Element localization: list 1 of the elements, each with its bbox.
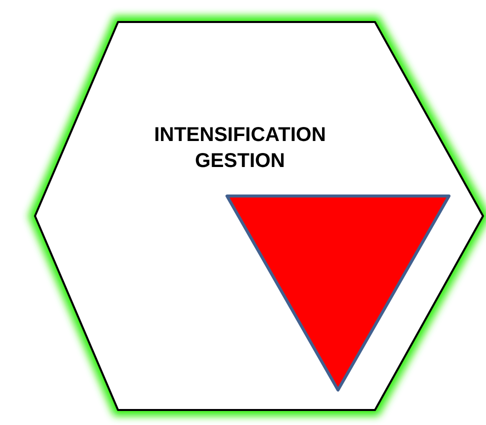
heading-text: INTENSIFICATION GESTION xyxy=(153,123,327,174)
